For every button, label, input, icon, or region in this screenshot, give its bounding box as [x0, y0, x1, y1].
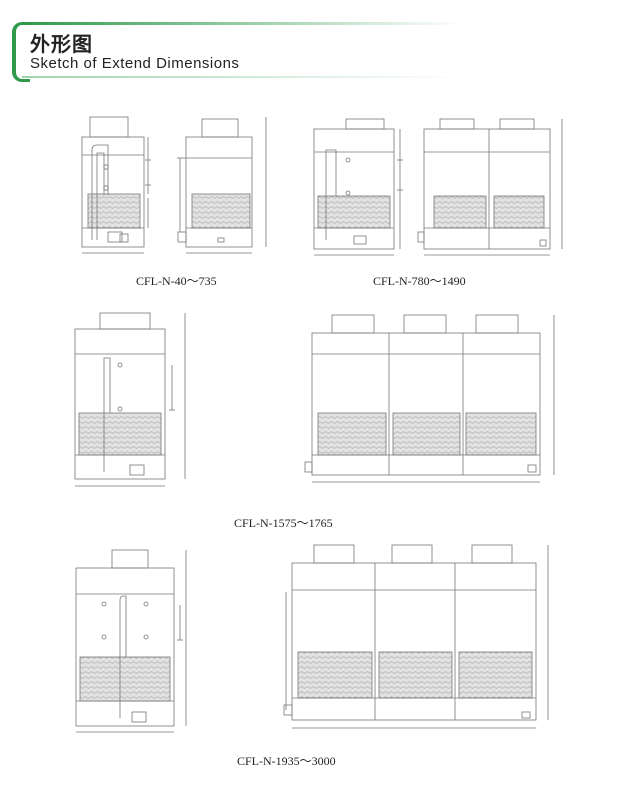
- caption-cfl-780-1490: CFL-N-780～1490: [373, 274, 466, 288]
- drawing-cfl-40-735-front: [81, 116, 151, 254]
- drawing-cfl-1575-1765-front: [74, 312, 186, 487]
- drawing-cfl-1935-3000-side: [283, 544, 549, 729]
- caption-cfl-40-735: CFL-N-40～735: [136, 274, 217, 288]
- caption-cfl-1575-1765: CFL-N-1575～1765: [234, 516, 333, 530]
- header-bracket: [12, 22, 30, 82]
- drawing-cfl-1935-3000-front: [75, 549, 187, 733]
- drawing-cfl-780-1490-front: [313, 118, 403, 256]
- drawing-cfl-40-735-side: [177, 117, 267, 254]
- header-bottom-rule: [22, 76, 462, 78]
- page-title-en: Sketch of Extend Dimensions: [30, 55, 240, 72]
- page-title-zh: 外形图: [30, 32, 93, 56]
- header-top-rule: [22, 22, 462, 25]
- section-header: 外形图 Sketch of Extend Dimensions: [12, 22, 467, 82]
- drawing-cfl-780-1490-side: [417, 118, 563, 256]
- drawing-cfl-1575-1765-side: [304, 314, 555, 483]
- caption-cfl-1935-3000: CFL-N-1935～3000: [237, 754, 336, 768]
